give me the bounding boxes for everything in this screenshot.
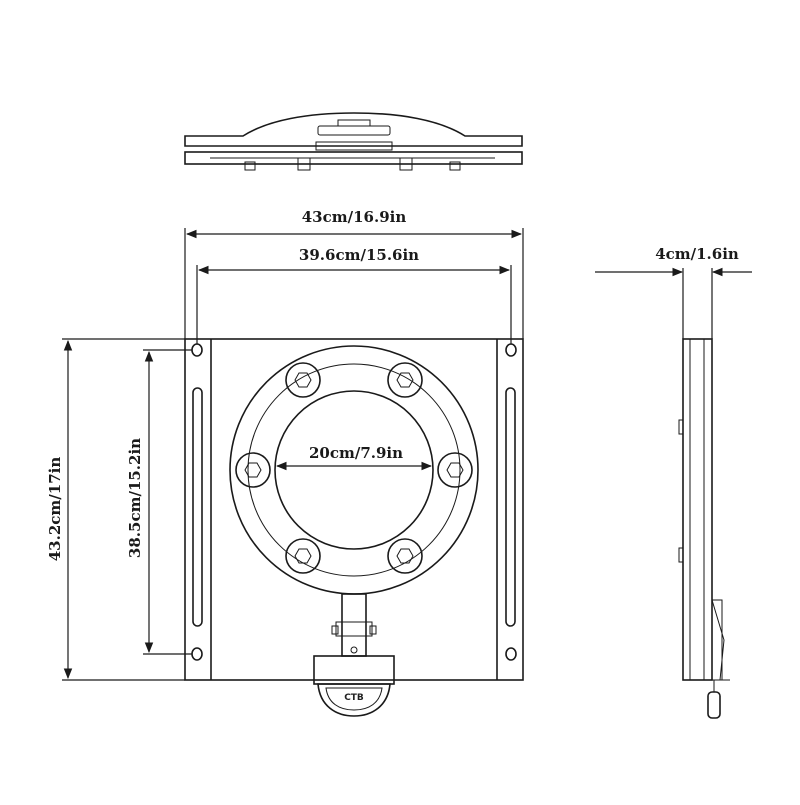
front-view: CTB	[184, 338, 524, 717]
dimension-outer-width: 43cm/16.9in	[184, 208, 524, 339]
bolt	[285, 362, 321, 398]
swivel-ring-groove	[247, 363, 461, 577]
bolt	[285, 538, 321, 574]
base-plate	[184, 338, 524, 681]
adjust-slot	[192, 387, 203, 627]
bolt	[437, 452, 473, 488]
mount-hole	[505, 343, 517, 357]
bolt	[235, 452, 271, 488]
release-handle	[317, 683, 391, 717]
label-thickness: 4cm/1.6in	[655, 245, 739, 263]
dimension-outer-height: 43.2cm/17in	[46, 338, 185, 681]
bolt	[387, 362, 423, 398]
brand-logo: CTB	[344, 693, 364, 703]
dimension-ring-diameter: 20cm/7.9in	[275, 444, 433, 471]
right-side-view	[678, 338, 730, 719]
mount-hole	[191, 343, 203, 357]
label-outer-width: 43cm/16.9in	[302, 208, 407, 226]
dimension-thickness: 4cm/1.6in	[595, 245, 752, 339]
side-profile	[682, 338, 713, 681]
mount-hole	[191, 647, 203, 661]
side-handle	[707, 691, 721, 719]
label-inner-width: 39.6cm/15.6in	[299, 246, 419, 264]
center-opening	[274, 390, 434, 550]
dimension-inner-width: 39.6cm/15.6in	[196, 246, 512, 344]
lock-clamp	[335, 621, 373, 637]
label-ring-diameter: 20cm/7.9in	[309, 444, 403, 462]
label-inner-height: 38.5cm/15.2in	[126, 438, 144, 558]
side-lock-lever	[711, 599, 723, 681]
dimension-inner-height: 38.5cm/15.2in	[126, 349, 192, 655]
mount-hole	[505, 647, 517, 661]
swivel-ring-outer	[229, 345, 479, 595]
label-outer-height: 43.2cm/17in	[46, 457, 64, 562]
adjust-slot	[505, 387, 516, 627]
top-side-view	[184, 112, 523, 171]
bolt	[387, 538, 423, 574]
